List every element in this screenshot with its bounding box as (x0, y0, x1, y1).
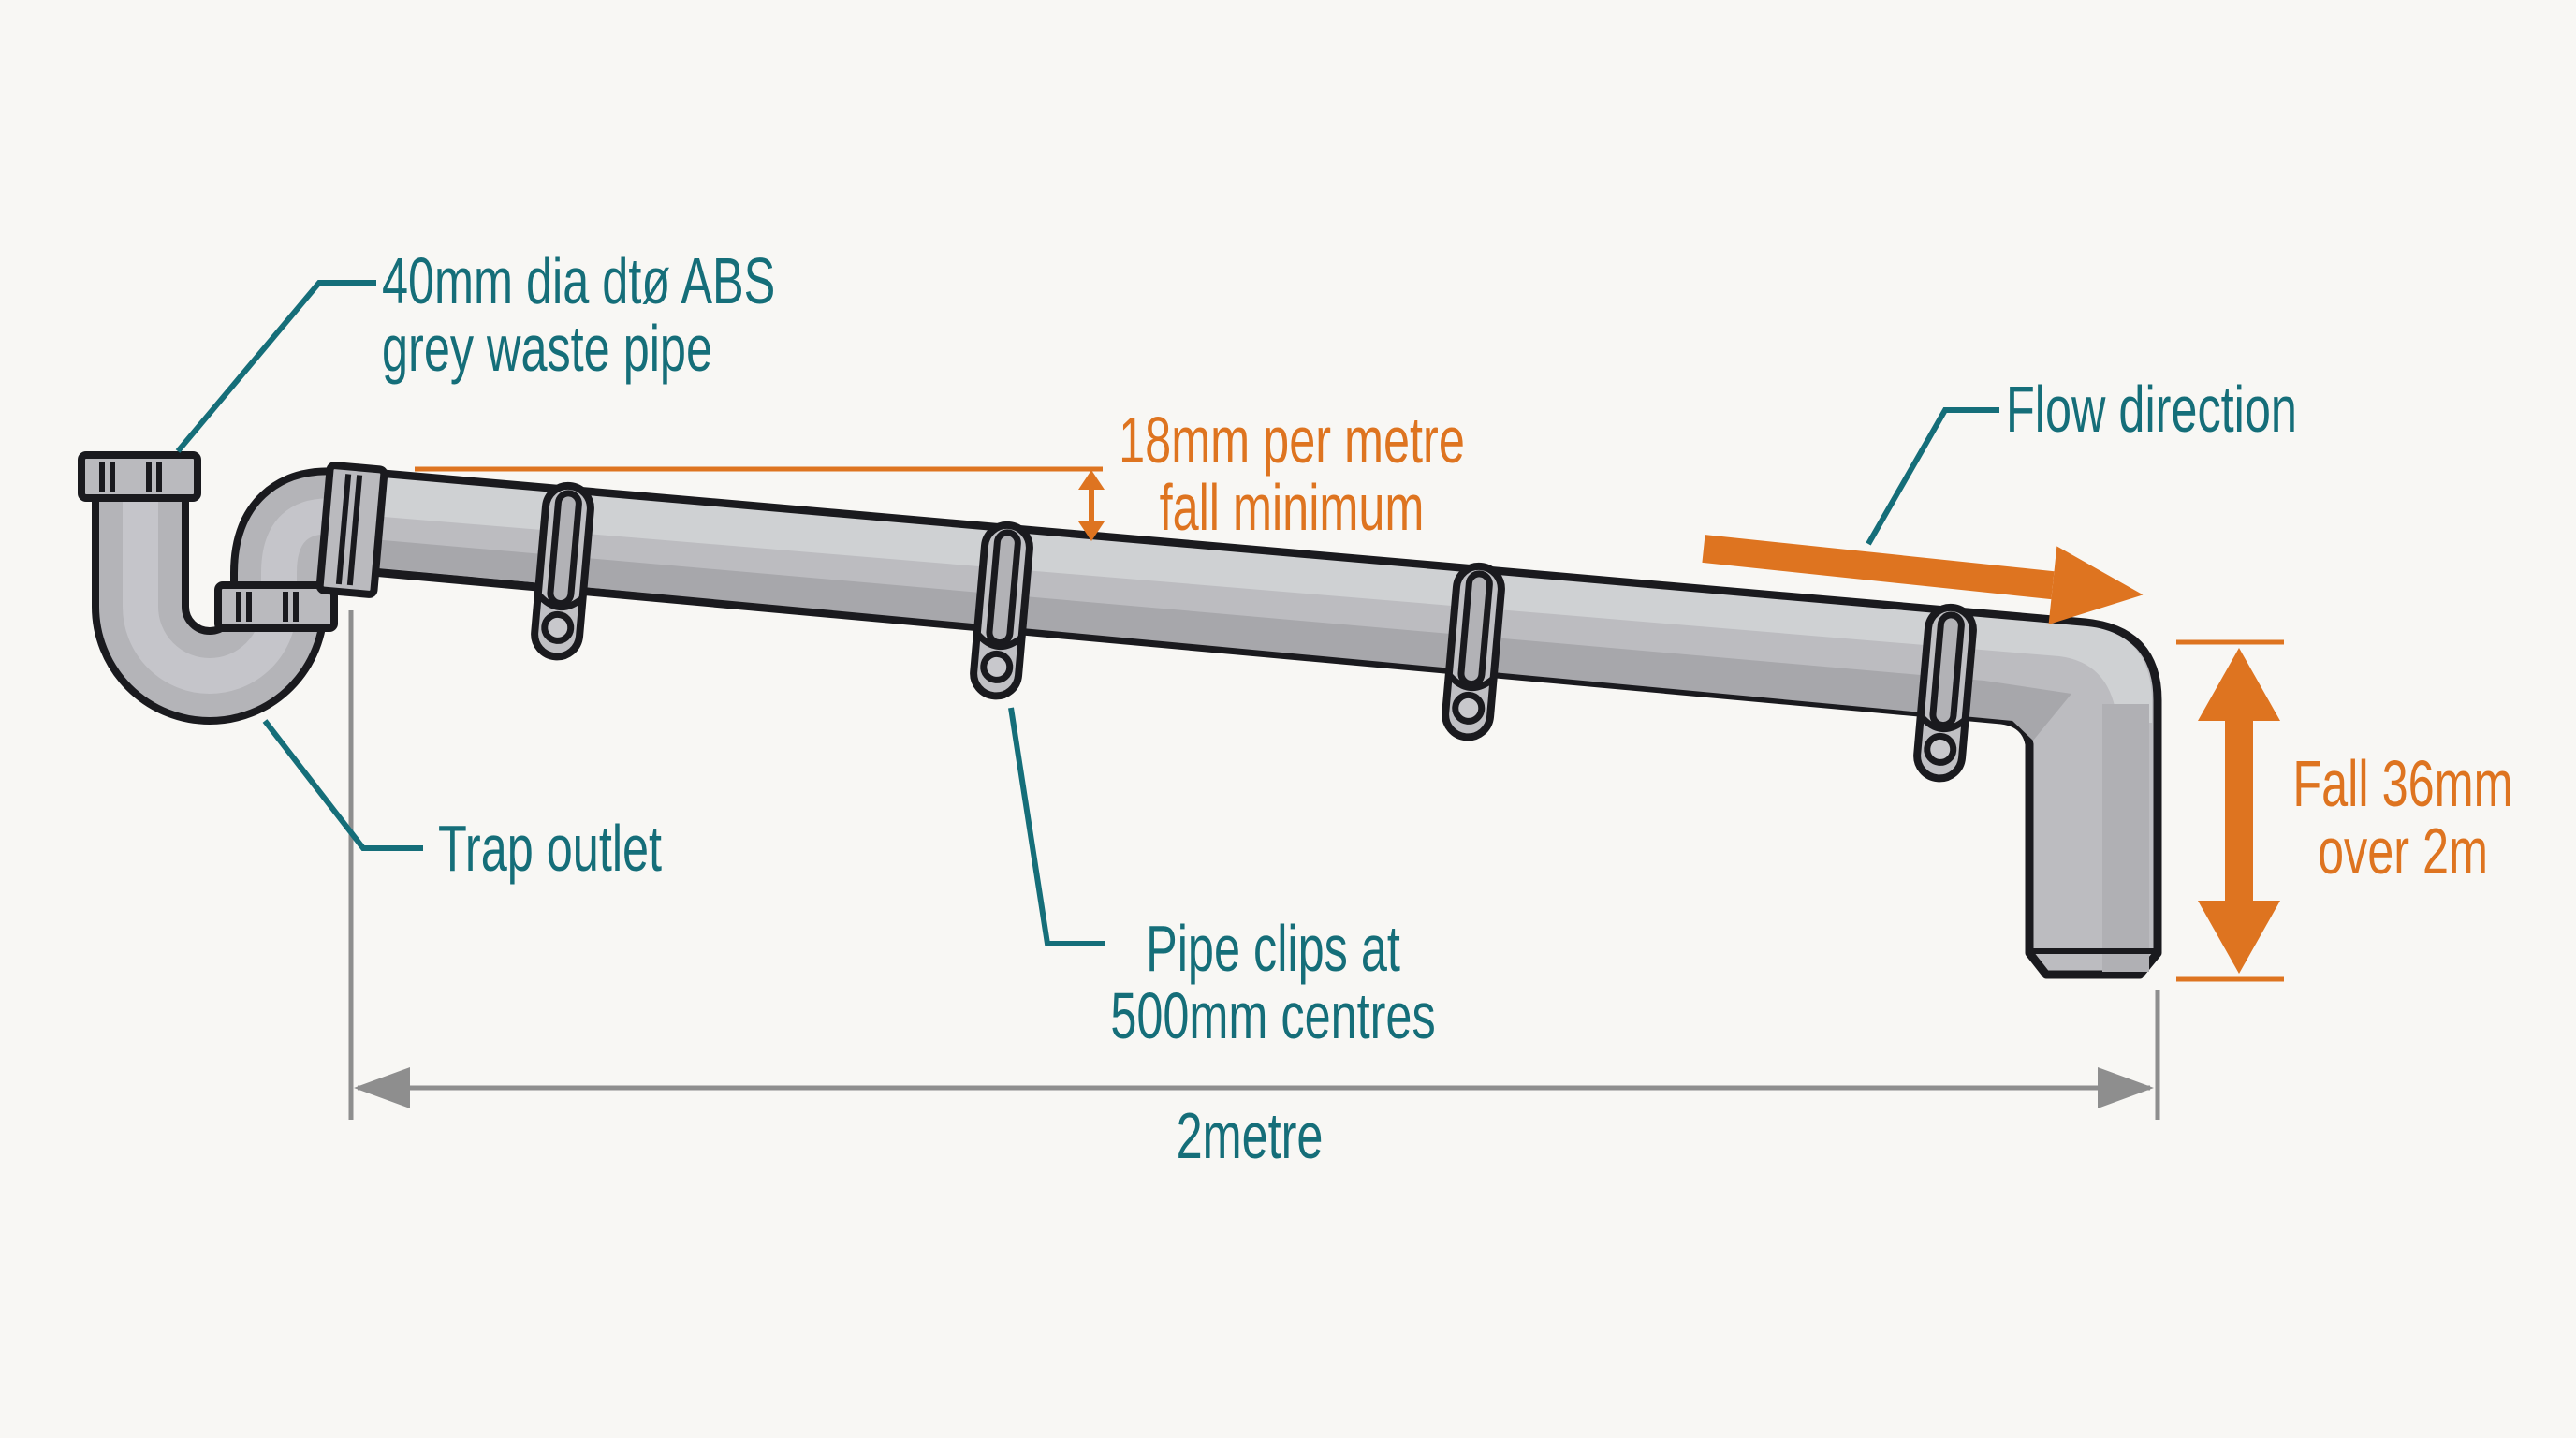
flow-direction-label: Flow direction (2006, 373, 2297, 446)
pipe-clip-2 (972, 523, 1032, 697)
pipe-clip-3 (1443, 565, 1503, 739)
fall-gradient-line1: 18mm per metre (1119, 404, 1465, 477)
pipe-bottom-shadow (373, 539, 2071, 741)
fall-gradient-line2: fall minimum (1159, 471, 1425, 544)
pipe-clips-line1: Pipe clips at (1146, 912, 1400, 985)
span-dimension (348, 610, 2160, 1120)
span-dimension-arrowheads (354, 1067, 2154, 1108)
leader-pipe-clips (1008, 707, 1105, 946)
fall-gradient-label: 18mm per metre fall minimum (1090, 406, 1494, 541)
pipe-top-highlight (373, 477, 2152, 723)
leader-trap-outlet (262, 719, 423, 851)
fall-total-label: Fall 36mm over 2m (2234, 750, 2571, 885)
pipe-spec-line1: 40mm dia dtø ABS (382, 244, 776, 317)
pipe-clip-1 (533, 484, 593, 658)
span-label: 2metre (1176, 1099, 1324, 1172)
flow-arrow-icon (1702, 535, 2144, 624)
pipe-clips-label: Pipe clips at 500mm centres (1071, 915, 1475, 1049)
p-trap (81, 455, 409, 725)
downpipe-shade (2102, 704, 2149, 972)
pipe-joint-nut (315, 462, 388, 598)
trap-inlet-nut (81, 455, 198, 498)
fall-total-line2: over 2m (2317, 814, 2489, 888)
pipe-clip-4 (1915, 606, 1975, 780)
pipe-clips-line2: 500mm centres (1110, 979, 1436, 1052)
leader-flow-direction (1866, 407, 1999, 546)
trap-outlet-nut (218, 585, 334, 628)
leader-lines (175, 280, 1999, 946)
waste-pipe (368, 468, 2162, 979)
pipe-spec-line2: grey waste pipe (382, 312, 713, 385)
gradient-arrow-icon (1078, 470, 1105, 541)
pipe-spec-label: 40mm dia dtø ABS grey waste pipe (382, 247, 775, 382)
leader-pipe-spec (175, 280, 376, 453)
fall-arrow-icon (2198, 648, 2280, 974)
fall-dimension (2176, 639, 2284, 982)
trap-outlet-label: Trap outlet (438, 812, 663, 885)
fall-total-line1: Fall 36mm (2292, 747, 2513, 820)
